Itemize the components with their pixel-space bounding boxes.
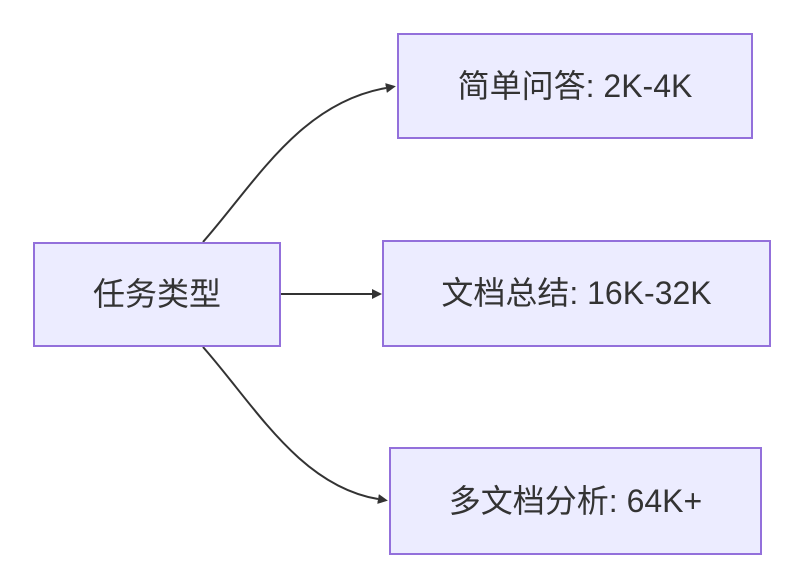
node-multi-doc: 多文档分析: 64K+ [389,447,762,555]
edge-root-to-multi-doc [202,346,388,504]
node-task-type: 任务类型 [33,242,281,347]
node-task-type-label: 任务类型 [92,276,221,313]
node-doc-summary: 文档总结: 16K-32K [382,240,771,347]
node-doc-summary-label: 文档总结: 16K-32K [441,275,712,312]
node-simple-qa: 简单问答: 2K-4K [397,33,753,139]
node-multi-doc-label: 多文档分析: 64K+ [448,482,703,519]
edge-root-to-simple-qa [202,83,396,243]
node-simple-qa-label: 简单问答: 2K-4K [457,67,693,104]
